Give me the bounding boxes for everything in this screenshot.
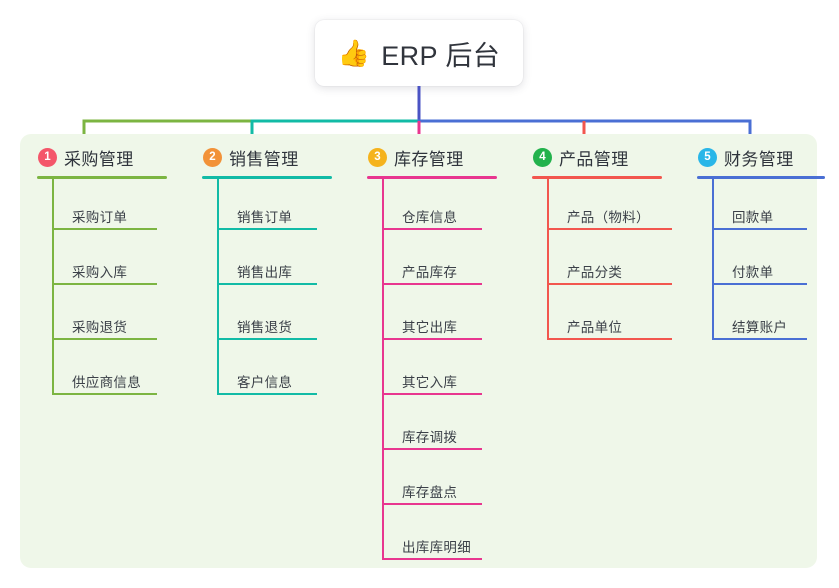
leaf-label: 其它入库 bbox=[402, 375, 458, 390]
leaf-label: 产品库存 bbox=[402, 265, 458, 280]
root-node[interactable]: 👍 ERP 后台 bbox=[315, 20, 523, 86]
leaf-item[interactable]: 产品（物料） bbox=[547, 210, 672, 230]
leaf-label: 产品分类 bbox=[567, 265, 623, 280]
branch-columns: 1 采购管理采购订单采购入库采购退货供应商信息 2 销售管理销售订单销售出库销售退货客… bbox=[20, 134, 825, 568]
leaf-label: 销售订单 bbox=[237, 210, 293, 225]
leaf-label: 供应商信息 bbox=[72, 375, 141, 390]
leaf-item[interactable]: 销售订单 bbox=[217, 210, 317, 230]
leaf-item[interactable]: 客户信息 bbox=[217, 375, 317, 395]
leaf-item[interactable]: 其它出库 bbox=[382, 320, 482, 340]
leaf-item[interactable]: 采购退货 bbox=[52, 320, 157, 340]
leaf-label: 出库库明细 bbox=[402, 540, 471, 555]
leaf-label: 销售出库 bbox=[237, 265, 293, 280]
branch-title-4: 产品管理 bbox=[559, 150, 629, 169]
leaf-item[interactable]: 其它入库 bbox=[382, 375, 482, 395]
leaf-item[interactable]: 采购入库 bbox=[52, 265, 157, 285]
leaf-item[interactable]: 回款单 bbox=[712, 210, 807, 230]
branch-header-3[interactable]: 3 库存管理 bbox=[368, 145, 464, 170]
branch-title-5: 财务管理 bbox=[724, 150, 794, 169]
branch-spine-5 bbox=[712, 178, 714, 340]
leaf-item[interactable]: 结算账户 bbox=[712, 320, 807, 340]
leaf-item[interactable]: 供应商信息 bbox=[52, 375, 157, 395]
thumbs-up-icon: 👍 bbox=[337, 38, 371, 68]
branch-panel-background bbox=[20, 134, 817, 568]
branch-spine-1 bbox=[52, 178, 54, 395]
leaf-label: 客户信息 bbox=[237, 375, 293, 390]
leaf-label: 仓库信息 bbox=[402, 210, 458, 225]
branch-header-4[interactable]: 4 产品管理 bbox=[533, 145, 629, 170]
leaf-label: 结算账户 bbox=[732, 320, 788, 335]
branch-header-1[interactable]: 1 采购管理 bbox=[38, 145, 134, 170]
branch-column-1: 1 采购管理采购订单采购入库采购退货供应商信息 bbox=[20, 134, 185, 568]
leaf-label: 产品（物料） bbox=[567, 210, 650, 225]
leaf-label: 付款单 bbox=[732, 265, 774, 280]
branch-column-4: 4 产品管理产品（物料） 产品分类产品单位 bbox=[515, 134, 680, 568]
leaf-item[interactable]: 产品单位 bbox=[547, 320, 672, 340]
leaf-item[interactable]: 付款单 bbox=[712, 265, 807, 285]
branch-column-5: 5 财务管理回款单付款单结算账户 bbox=[680, 134, 839, 568]
branch-spine-3 bbox=[382, 178, 384, 560]
leaf-label: 库存调拨 bbox=[402, 430, 458, 445]
branch-badge-4: 4 bbox=[533, 148, 552, 167]
leaf-item[interactable]: 库存调拨 bbox=[382, 430, 482, 450]
leaf-label: 采购入库 bbox=[72, 265, 128, 280]
branch-underline-2 bbox=[202, 176, 332, 179]
root-title: ERP 后台 bbox=[381, 40, 501, 71]
branch-underline-3 bbox=[367, 176, 497, 179]
branch-badge-2: 2 bbox=[203, 148, 222, 167]
branch-column-3: 3 库存管理仓库信息产品库存其它出库其它入库库存调拨库存盘点出库库明细 bbox=[350, 134, 515, 568]
branch-badge-5: 5 bbox=[698, 148, 717, 167]
branch-spine-4 bbox=[547, 178, 549, 340]
branch-spine-2 bbox=[217, 178, 219, 395]
leaf-label: 回款单 bbox=[732, 210, 774, 225]
leaf-item[interactable]: 产品库存 bbox=[382, 265, 482, 285]
leaf-item[interactable]: 采购订单 bbox=[52, 210, 157, 230]
branch-underline-5 bbox=[697, 176, 825, 179]
branch-title-2: 销售管理 bbox=[229, 150, 299, 169]
branch-title-1: 采购管理 bbox=[64, 150, 134, 169]
leaf-label: 销售退货 bbox=[237, 320, 293, 335]
leaf-label: 采购订单 bbox=[72, 210, 128, 225]
branch-header-2[interactable]: 2 销售管理 bbox=[203, 145, 299, 170]
branch-underline-1 bbox=[37, 176, 167, 179]
branch-badge-1: 1 bbox=[38, 148, 57, 167]
leaf-item[interactable]: 销售出库 bbox=[217, 265, 317, 285]
leaf-label: 产品单位 bbox=[567, 320, 623, 335]
branch-title-3: 库存管理 bbox=[394, 150, 464, 169]
branch-column-2: 2 销售管理销售订单销售出库销售退货客户信息 bbox=[185, 134, 350, 568]
leaf-label: 库存盘点 bbox=[402, 485, 458, 500]
leaf-item[interactable]: 库存盘点 bbox=[382, 485, 482, 505]
leaf-label: 其它出库 bbox=[402, 320, 458, 335]
branch-header-5[interactable]: 5 财务管理 bbox=[698, 145, 794, 170]
leaf-item[interactable]: 出库库明细 bbox=[382, 540, 482, 560]
leaf-item[interactable]: 仓库信息 bbox=[382, 210, 482, 230]
leaf-item[interactable]: 产品分类 bbox=[547, 265, 672, 285]
branch-underline-4 bbox=[532, 176, 662, 179]
leaf-label: 采购退货 bbox=[72, 320, 128, 335]
branch-badge-3: 3 bbox=[368, 148, 387, 167]
leaf-item[interactable]: 销售退货 bbox=[217, 320, 317, 340]
